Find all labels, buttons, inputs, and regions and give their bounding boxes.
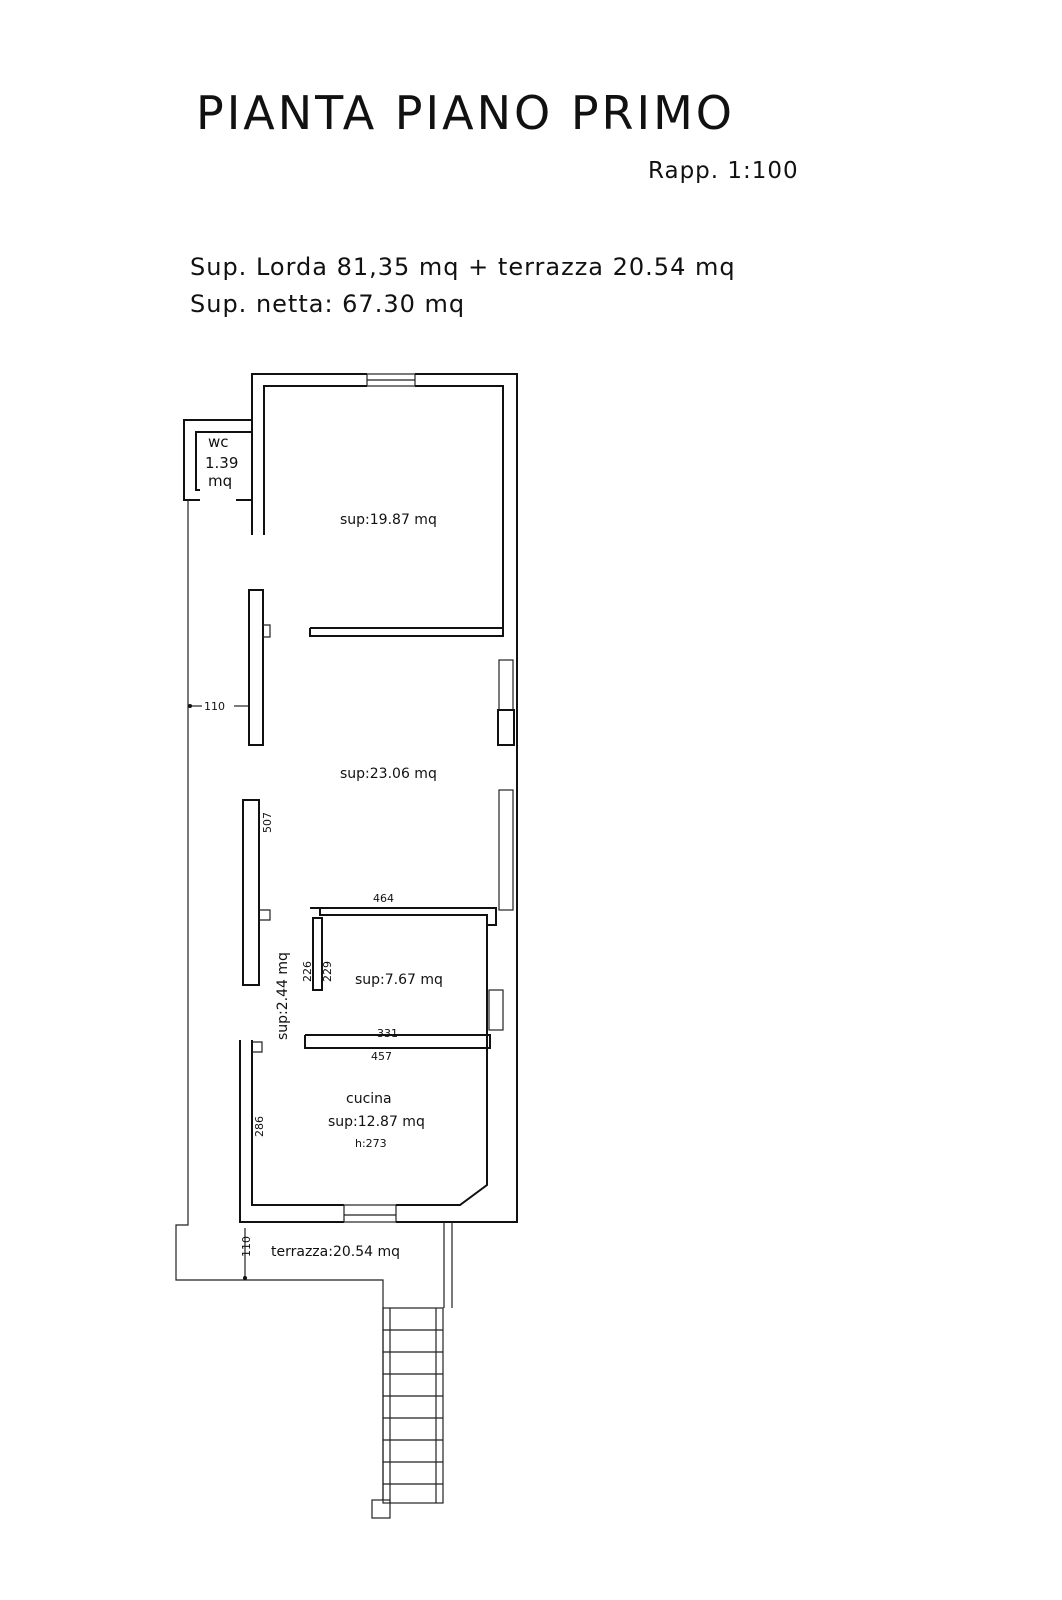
terrace-area: terrazza:20.54 mq: [271, 1244, 400, 1260]
kitchen-height: h:273: [355, 1137, 387, 1150]
dim-457: 457: [371, 1050, 392, 1063]
room2-area: sup:23.06 mq: [340, 766, 437, 782]
wc-label: wc: [208, 433, 229, 451]
dim-286: 286: [253, 1116, 266, 1137]
outer-walls: [183, 373, 518, 1223]
left-wall-mid: [242, 799, 260, 986]
wall-room3-kitchen: [304, 1034, 491, 1049]
dim-110-top: 110: [204, 700, 225, 713]
dimension-lines: [188, 704, 248, 1280]
left-wall-upper: [248, 589, 264, 746]
wc-area: 1.39: [205, 454, 238, 472]
scale-label: Rapp. 1:100: [648, 158, 799, 184]
net-area-label: Sup. netta: 67.30 mq: [190, 290, 466, 318]
dim-226: 226: [301, 961, 314, 982]
dim-229: 229: [321, 961, 334, 982]
room3-area: sup:7.67 mq: [355, 972, 443, 988]
stair-steps: [383, 1329, 443, 1485]
wc-unit: mq: [208, 472, 232, 490]
dim-331: 331: [377, 1027, 398, 1040]
wall-corridor-room3: [312, 917, 323, 991]
kitchen-area: sup:12.87 mq: [328, 1114, 425, 1130]
corridor-area: sup:2.44 mq: [275, 952, 291, 1040]
staircase: [382, 1307, 444, 1504]
dim-110-bottom: 110: [240, 1236, 253, 1257]
gross-area-label: Sup. Lorda 81,35 mq + terrazza 20.54 mq: [190, 253, 736, 281]
room1-area: sup:19.87 mq: [340, 512, 437, 528]
plan-title: PIANTA PIANO PRIMO: [196, 86, 735, 140]
dim-464: 464: [373, 892, 394, 905]
terrace: [175, 500, 453, 1519]
wall-room2-room3: [310, 907, 497, 926]
kitchen-label: cucina: [346, 1091, 392, 1107]
wall-room1-room2: [309, 627, 504, 637]
dim-507: 507: [261, 812, 274, 833]
